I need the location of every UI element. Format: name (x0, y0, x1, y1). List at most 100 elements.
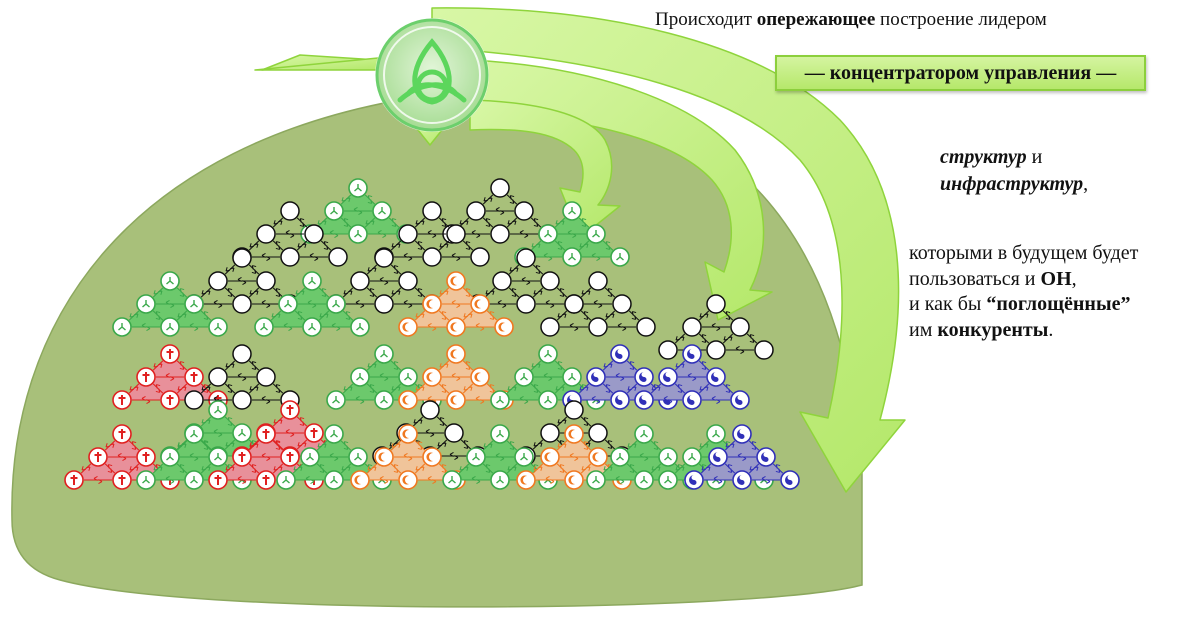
link-arrow (266, 256, 271, 262)
cross-icon (166, 349, 174, 359)
link-arrow (441, 218, 447, 223)
network-node (280, 201, 300, 221)
link-arrow (379, 276, 384, 282)
network-node (256, 271, 276, 291)
network-node (374, 447, 394, 467)
network-node (586, 470, 606, 490)
network-node (300, 447, 320, 467)
network-node (232, 294, 252, 314)
triquetra-icon (448, 476, 456, 484)
link-line (722, 333, 734, 344)
link-arrow (425, 428, 430, 434)
cross-icon (286, 452, 294, 462)
link-arrow (201, 386, 207, 391)
link-arrow (179, 468, 185, 473)
link-line (414, 383, 426, 394)
link-line (724, 440, 736, 451)
network-node (184, 470, 204, 490)
link-line (152, 463, 164, 474)
link-line (578, 240, 590, 251)
link-line (272, 416, 284, 427)
network-node (516, 248, 536, 268)
structures-text: структур и инфраструктур, (940, 146, 1089, 195)
link-line (366, 287, 378, 298)
yin-yang-icon (615, 349, 623, 359)
link-arrow (705, 466, 711, 471)
link-line (176, 440, 188, 451)
network-node (88, 447, 108, 467)
link-line (554, 360, 566, 371)
link-line (176, 310, 188, 321)
triquetra-icon (520, 453, 528, 461)
link-arrow (557, 245, 563, 250)
link-arrow (242, 479, 247, 485)
link-line (626, 463, 638, 474)
link-line (390, 240, 402, 251)
link-line (532, 463, 544, 474)
link-arrow (253, 243, 259, 248)
link-arrow (701, 334, 707, 339)
control-hub (375, 18, 489, 132)
link-line (388, 439, 400, 450)
link-arrow (579, 386, 585, 391)
network-node (256, 367, 276, 387)
link-line (224, 416, 236, 427)
link-arrow (177, 386, 183, 391)
link-line (316, 463, 328, 474)
link-arrow (727, 336, 733, 341)
network-node (398, 470, 418, 490)
link-arrow (701, 466, 707, 471)
network-node (254, 317, 274, 337)
network-node (350, 317, 370, 337)
network-node (706, 340, 726, 360)
link-arrow (309, 252, 314, 258)
network-node (634, 390, 654, 410)
link-arrow (367, 195, 373, 200)
link-arrow (345, 197, 351, 202)
link-arrow (443, 290, 449, 295)
crescent-icon (426, 372, 433, 382)
network-node (112, 424, 132, 444)
link-line (294, 287, 306, 298)
link-arrow (146, 399, 151, 405)
network-node (732, 470, 752, 490)
network-node (160, 390, 180, 410)
link-line (390, 264, 402, 275)
link-arrow (341, 197, 347, 202)
link-arrow (437, 442, 443, 447)
link-arrow (297, 442, 303, 447)
link-arrow (585, 466, 591, 471)
yin-yang-icon (785, 475, 793, 485)
link-arrow (205, 386, 211, 391)
link-arrow (559, 386, 565, 391)
link-line (248, 264, 260, 275)
triquetra-icon (592, 230, 600, 238)
link-arrow (569, 322, 574, 328)
link-arrow (655, 466, 661, 471)
triquetra-icon (190, 300, 198, 308)
triquetra-icon (282, 476, 290, 484)
network-node (634, 470, 654, 490)
link-arrow (545, 299, 550, 305)
network-node (302, 317, 322, 337)
link-arrow (550, 303, 555, 309)
link-arrow (509, 199, 515, 204)
link-line (176, 360, 188, 371)
link-line (248, 287, 260, 298)
network-node (490, 178, 510, 198)
link-arrow (153, 363, 159, 368)
link-arrow (439, 290, 445, 295)
link-line (272, 217, 284, 228)
link-arrow (427, 395, 432, 401)
network-node (350, 470, 370, 490)
cross-icon (238, 452, 246, 462)
link-arrow (555, 220, 561, 225)
link-arrow (557, 443, 563, 448)
link-arrow (415, 313, 421, 318)
link-arrow (129, 386, 135, 391)
yin-yang-icon (591, 372, 599, 382)
network-node (706, 367, 726, 387)
link-arrow (317, 443, 323, 448)
link-arrow (451, 299, 456, 305)
link-arrow (591, 252, 596, 258)
